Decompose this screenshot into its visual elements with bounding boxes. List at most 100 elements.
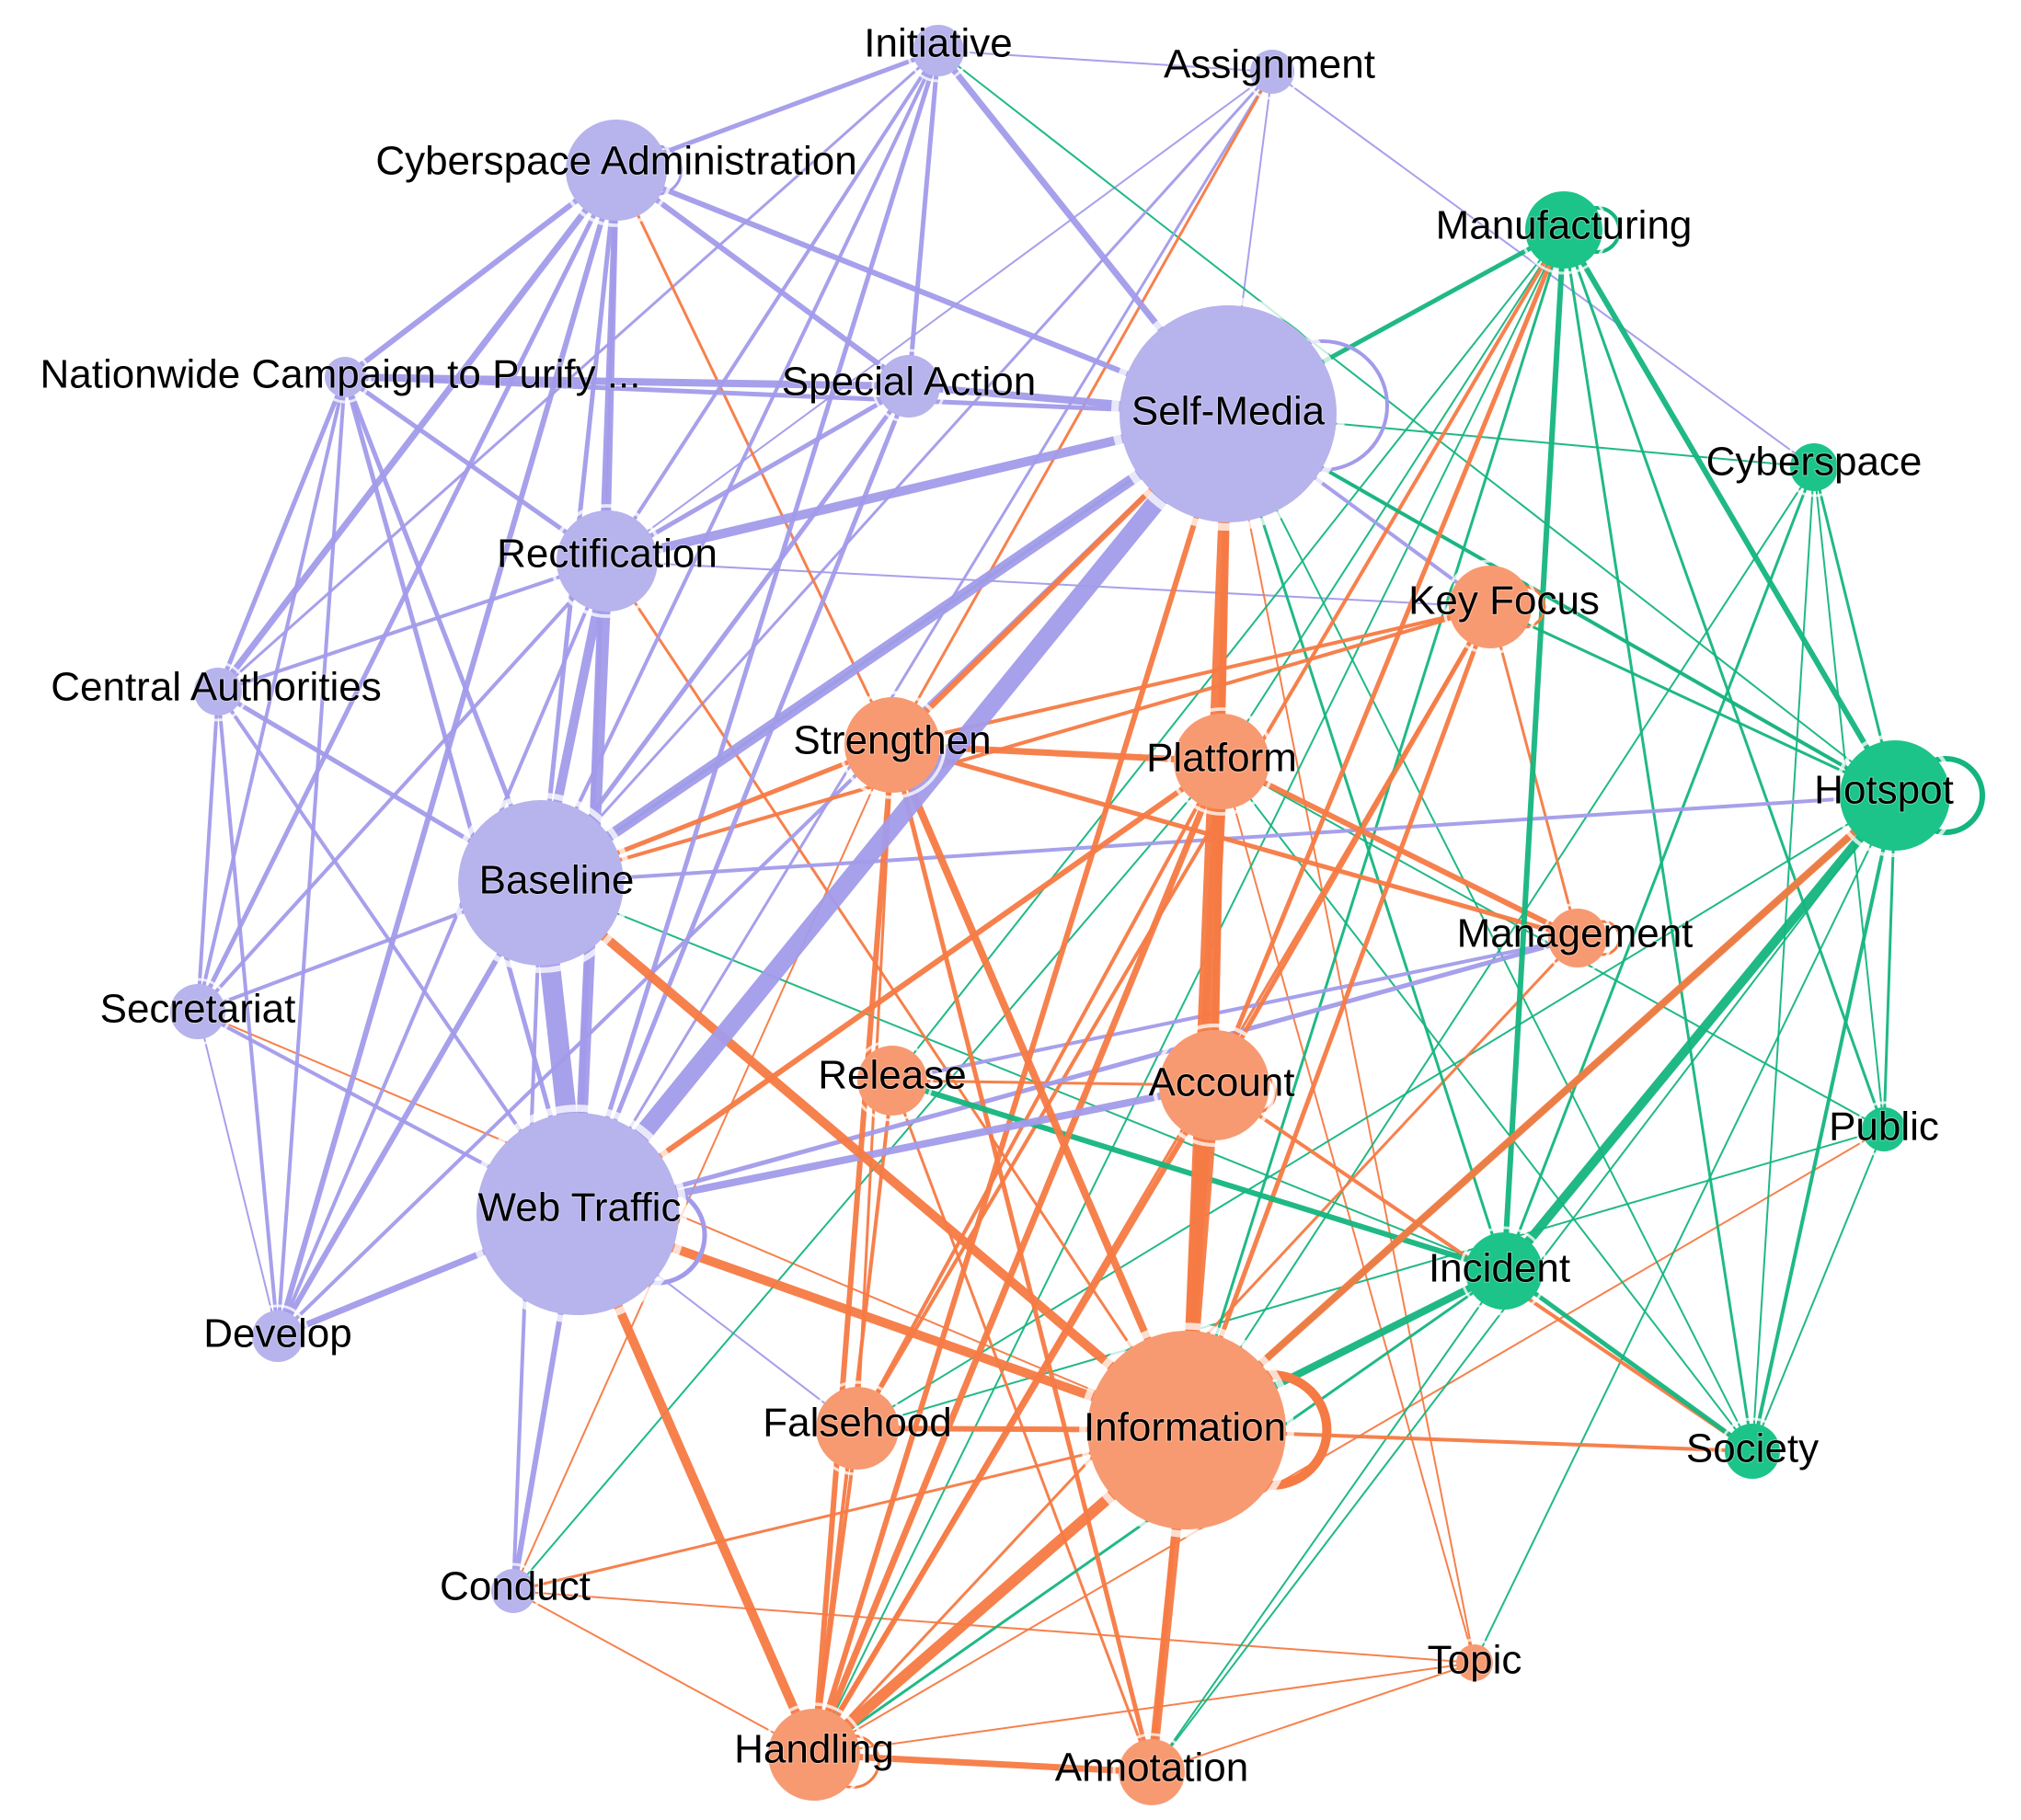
node-central[interactable] <box>194 668 242 715</box>
edge-manufacturing-society <box>1562 229 1754 1452</box>
node-halo-incident <box>1459 1226 1549 1316</box>
node-label-develop: Develop <box>203 1311 351 1356</box>
node-initiative[interactable] <box>913 25 964 76</box>
edge-secretariat-rectification <box>196 559 609 1013</box>
edge-topic-handling <box>813 1662 1476 1756</box>
edge-nationwide-rectification <box>343 374 609 564</box>
node-label-strengthen: Strengthen <box>793 718 991 763</box>
edge-manufacturing-incident <box>1501 229 1567 1272</box>
node-webtraffic[interactable] <box>477 1113 679 1315</box>
edge-keyfocus-baseline <box>540 605 1491 885</box>
edge-initiative-rectification <box>605 49 940 563</box>
node-label-account: Account <box>1149 1060 1295 1105</box>
node-label-cyberadmin: Cyberspace Administration <box>375 139 856 184</box>
edge-secretariat-develop <box>197 1011 279 1337</box>
edge-conduct-strengthen <box>512 744 893 1592</box>
node-cyberadmin[interactable] <box>566 120 667 221</box>
node-halo-nationwide <box>318 350 372 404</box>
edge-initiative-webtraffic <box>575 50 941 1215</box>
node-strengthen[interactable] <box>844 697 940 793</box>
edge-central-secretariat <box>196 691 220 1013</box>
node-public[interactable] <box>1862 1107 1906 1151</box>
node-society[interactable] <box>1725 1424 1780 1479</box>
edge-nationwide-central <box>215 376 348 693</box>
edge-platform-management <box>1220 759 1579 941</box>
edge-account-handling <box>811 1083 1217 1757</box>
node-halo-topic <box>1450 1638 1499 1688</box>
node-develop[interactable] <box>252 1311 304 1362</box>
node-label-conduct: Conduct <box>440 1564 591 1609</box>
node-management[interactable] <box>1548 909 1607 967</box>
edge-baseline-information <box>537 879 1190 1434</box>
edge-release-management <box>891 936 1579 1082</box>
node-halo-release <box>851 1039 934 1122</box>
node-label-assignment: Assignment <box>1164 42 1375 87</box>
edge-hotspot-selfmedia <box>1227 412 1896 797</box>
node-hotspot[interactable] <box>1840 740 1950 851</box>
node-label-keyfocus: Key Focus <box>1408 578 1600 624</box>
edge-initiative-hotspot <box>937 50 1896 796</box>
edge-information-keyfocus <box>1184 606 1493 1431</box>
node-account[interactable] <box>1159 1030 1269 1140</box>
edge-cyberadmin-special <box>614 167 911 389</box>
node-halo-hotspot <box>1832 733 1958 858</box>
node-information[interactable] <box>1087 1331 1286 1529</box>
edge-central-develop <box>216 691 280 1337</box>
node-incident[interactable] <box>1465 1232 1543 1310</box>
node-nationwide[interactable] <box>325 357 365 397</box>
node-halo-webtraffic <box>468 1105 687 1323</box>
node-label-release: Release <box>818 1053 966 1098</box>
edge-manufacturing-platform <box>1221 229 1565 762</box>
node-layer <box>164 18 1958 1812</box>
edge-platform-webtraffic <box>576 759 1223 1217</box>
edge-handling-annotation <box>813 1751 1153 1776</box>
edge-strengthen-handling <box>811 744 895 1756</box>
edge-assignment-rectification <box>606 71 1273 562</box>
node-label-management: Management <box>1457 911 1694 956</box>
edge-nationwide-webtraffic <box>342 376 580 1215</box>
edge-rectification-keyfocus <box>606 560 1491 608</box>
edge-manufacturing-release <box>891 229 1565 1082</box>
edge-assignment-cyberspace <box>1271 71 1815 468</box>
edge-public-society <box>1751 1128 1885 1452</box>
edge-secretariat-information <box>197 1011 1188 1431</box>
node-handling[interactable] <box>768 1709 860 1801</box>
edge-hotspot-society <box>1751 795 1897 1452</box>
node-manufacturing[interactable] <box>1525 191 1602 269</box>
node-special[interactable] <box>878 355 940 418</box>
edge-strengthen-management <box>891 742 1579 941</box>
node-secretariat[interactable] <box>170 984 225 1039</box>
edge-incident-selfmedia <box>1226 413 1506 1272</box>
node-annotation[interactable] <box>1119 1739 1185 1805</box>
edge-topic-platform <box>1221 761 1476 1664</box>
node-release[interactable] <box>857 1046 927 1116</box>
edge-assignment-webtraffic <box>576 71 1274 1215</box>
node-platform[interactable] <box>1174 714 1269 809</box>
node-cyberspace[interactable] <box>1790 443 1838 491</box>
node-label-handling: Handling <box>734 1727 894 1772</box>
node-selfmedia[interactable] <box>1120 305 1337 522</box>
node-falsehood[interactable] <box>816 1387 899 1470</box>
edge-nationwide-special <box>344 373 910 390</box>
node-baseline[interactable] <box>458 800 624 966</box>
edge-manufacturing-public <box>1562 229 1886 1130</box>
edge-incident-society <box>1502 1268 1754 1454</box>
edge-incident-cyberspace <box>1502 466 1816 1272</box>
node-halo-account <box>1152 1023 1277 1148</box>
node-conduct[interactable] <box>491 1569 535 1613</box>
edge-society-platform <box>1221 761 1753 1452</box>
node-halo-keyfocus <box>1442 559 1538 655</box>
edge-initiative-assignment <box>937 50 1273 73</box>
node-rectification[interactable] <box>557 510 658 612</box>
edge-rectification-information <box>605 560 1188 1431</box>
node-assignment[interactable] <box>1250 50 1294 94</box>
node-keyfocus[interactable] <box>1449 566 1532 648</box>
node-label-annotation: Annotation <box>1055 1746 1248 1791</box>
node-halo-annotation <box>1112 1733 1191 1812</box>
node-topic[interactable] <box>1456 1644 1493 1681</box>
edge-nationwide-baseline <box>342 376 544 884</box>
edge-information-hotspot <box>1184 793 1898 1433</box>
edge-topic-annotation <box>1151 1662 1476 1773</box>
edge-platform-handling <box>810 760 1225 1757</box>
